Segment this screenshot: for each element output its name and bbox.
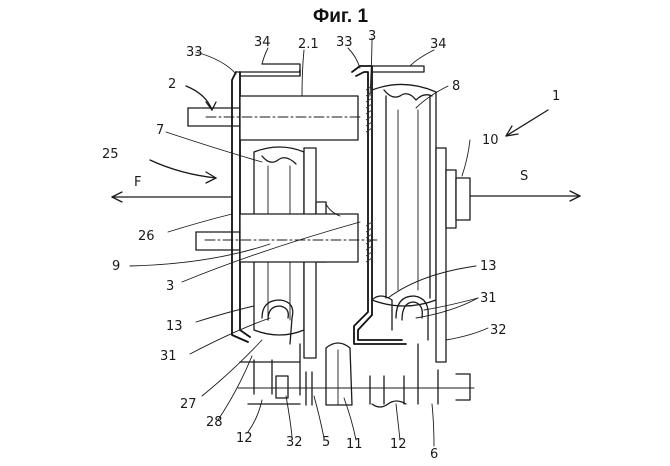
label-26: 26 (138, 229, 155, 244)
label-1: 1 (552, 89, 560, 104)
force-arrow-f (111, 191, 233, 203)
force-arrow-s (469, 190, 581, 202)
label-9: 9 (112, 259, 120, 274)
label-31-left: 31 (160, 349, 177, 364)
label-3-top: 3 (368, 29, 376, 44)
upper-shaft (187, 95, 361, 141)
top-tab-left (261, 63, 301, 73)
leader-lines (129, 37, 489, 447)
label-2: 2 (168, 77, 176, 92)
label-6: 6 (430, 447, 438, 462)
label-10: 10 (482, 133, 499, 148)
label-32-left: 32 (286, 435, 303, 450)
label-7: 7 (156, 123, 164, 138)
lower-mechanism (237, 342, 475, 408)
force-label-s: S (520, 169, 528, 184)
label-32-right: 32 (490, 323, 507, 338)
label-34-right: 34 (430, 37, 447, 52)
arrow-25 (149, 159, 217, 184)
hooks (261, 295, 429, 345)
label-12-left: 12 (236, 431, 253, 446)
label-13-right: 13 (480, 259, 497, 274)
label-34-left: 34 (254, 35, 271, 50)
label-8: 8 (452, 79, 460, 94)
reference-labels: 33 34 2.1 33 3 34 1 2 8 10 7 25 F S 26 9… (102, 29, 560, 462)
force-label-f: F (134, 175, 141, 190)
label-11: 11 (346, 437, 363, 452)
right-plate (435, 147, 581, 363)
label-3-bottom: 3 (166, 279, 174, 294)
label-31-right: 31 (480, 291, 497, 306)
label-28: 28 (206, 415, 223, 430)
hatched-teeth (365, 85, 373, 263)
label-13-left: 13 (166, 319, 183, 334)
pulley-8 (371, 83, 437, 307)
right-housing-bracket (351, 65, 425, 345)
label-27: 27 (180, 397, 197, 412)
lower-shaft (195, 213, 381, 263)
label-5: 5 (322, 435, 330, 450)
label-2-1: 2.1 (298, 37, 319, 52)
arrow-2 (185, 85, 217, 111)
label-33-right: 33 (336, 35, 353, 50)
label-25: 25 (102, 147, 119, 162)
label-33-left: 33 (186, 45, 203, 60)
figure-title: Фиг. 1 (313, 6, 368, 27)
label-12-right: 12 (390, 437, 407, 452)
assembly-arrow (505, 109, 549, 137)
